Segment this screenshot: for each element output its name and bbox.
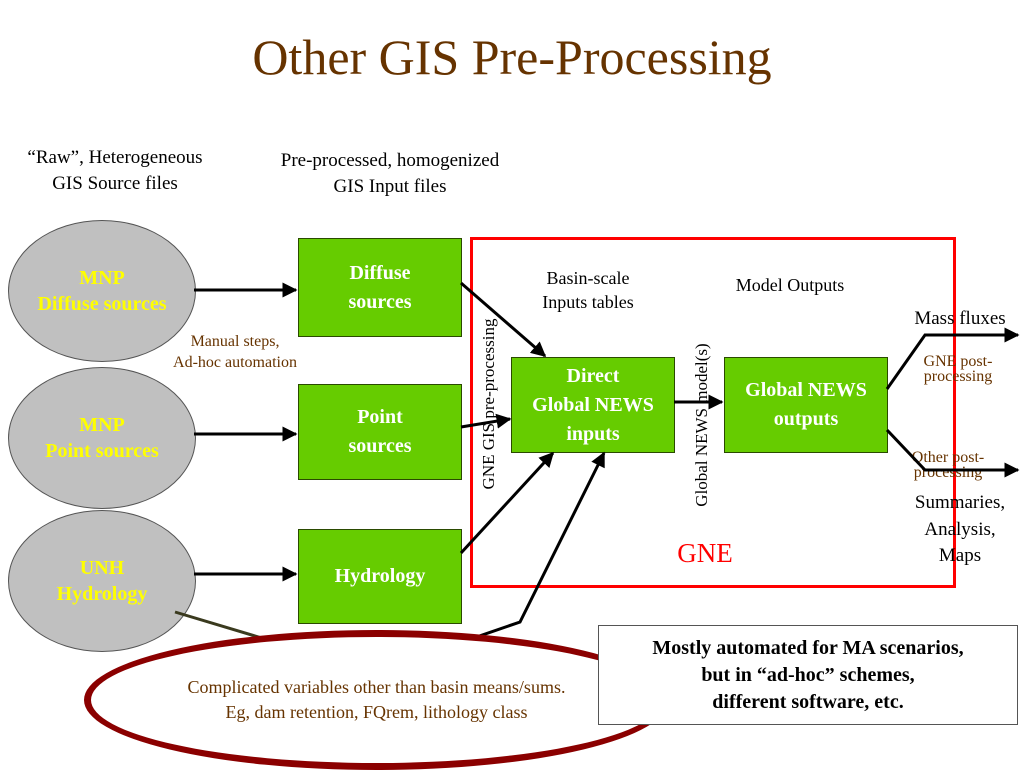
outputs-box: Global NEWS outputs [724, 357, 888, 453]
arrow-outputs-to-mass-fluxes [885, 327, 1020, 390]
arrow-hydrology-to-direct [459, 451, 555, 555]
preprocessed-files-header: Pre-processed, homogenized GIS Input fil… [280, 150, 500, 197]
direct-inputs-box: Direct Global NEWS inputs [511, 357, 675, 453]
input-box-hydrology: Hydrology [298, 529, 462, 624]
manual-steps-label: Manual steps, Ad-hoc automation [173, 333, 297, 371]
source-ellipse-unh-hydrology: UNH Hydrology [8, 510, 196, 652]
model-outputs-label: Model Outputs [735, 275, 845, 295]
gne-label: GNE [677, 538, 733, 568]
complicated-variables-ellipse: Complicated variables other than basin m… [84, 630, 669, 770]
page-title: Other GIS Pre-Processing [252, 29, 772, 85]
raw-files-header: “Raw”, Heterogeneous GIS Source files [27, 147, 203, 194]
arrow-diffuse-to-direct [460, 281, 547, 358]
summaries-label: Summaries, Analysis, Maps [914, 492, 1006, 567]
other-post-processing-label: Other post- processing [911, 449, 985, 481]
gne-frame [470, 237, 956, 588]
mass-fluxes-label: Mass fluxes [914, 308, 1006, 329]
source-ellipse-mnp-point: MNP Point sources [8, 367, 196, 509]
input-box-point: Point sources [298, 384, 462, 480]
automation-note-box: Mostly automated for MA scenarios, but i… [598, 625, 1018, 725]
arrow-outputs-to-summaries [885, 428, 1020, 478]
input-box-diffuse: Diffuse sources [298, 238, 462, 337]
arrow-point-to-direct [460, 413, 512, 429]
basin-inputs-label: Basin-scale Inputs tables [542, 268, 634, 313]
gne-post-processing-label: GNE post- processing [923, 353, 993, 385]
source-ellipse-mnp-diffuse: MNP Diffuse sources [8, 220, 196, 362]
